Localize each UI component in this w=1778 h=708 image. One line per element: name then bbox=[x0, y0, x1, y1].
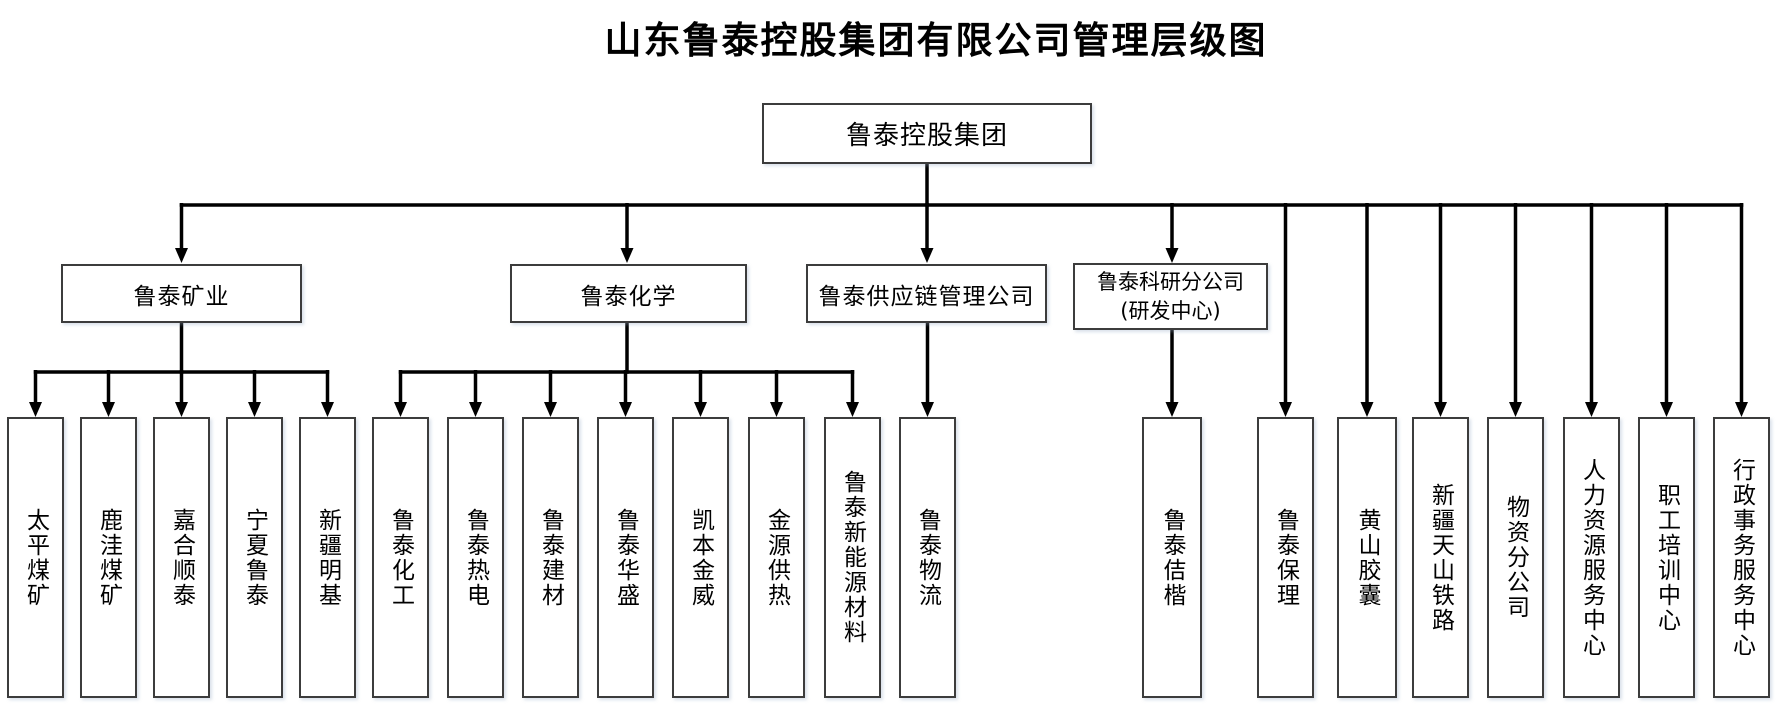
node-jinyuan-heating: 金源供热 bbox=[748, 417, 805, 698]
node-jiahe-shuntai: 嘉合顺泰 bbox=[153, 417, 210, 698]
node-luwa-coal-mine: 鹿洼煤矿 bbox=[80, 417, 137, 698]
node-lutai-chemical: 鲁泰化学 bbox=[510, 264, 747, 323]
node-lutai-factoring: 鲁泰保理 bbox=[1257, 417, 1314, 698]
node-lutai-holding-group: 鲁泰控股集团 bbox=[762, 103, 1092, 164]
node-materials-branch: 物资分公司 bbox=[1487, 417, 1544, 698]
research-branch-line1: 鲁泰科研分公司 bbox=[1097, 270, 1244, 295]
research-branch-line2: (研发中心) bbox=[1120, 298, 1221, 323]
node-research-branch: 鲁泰科研分公司 (研发中心) bbox=[1073, 263, 1268, 330]
node-lutai-chemical-industry: 鲁泰化工 bbox=[372, 417, 429, 698]
node-hr-service-center: 人力资源服务中心 bbox=[1563, 417, 1620, 698]
node-xinjiang-tianshan-railway: 新疆天山铁路 bbox=[1412, 417, 1469, 698]
node-lutai-mining: 鲁泰矿业 bbox=[61, 264, 302, 323]
node-xinjiang-mingji: 新疆明基 bbox=[299, 417, 356, 698]
node-lutai-building-materials: 鲁泰建材 bbox=[522, 417, 579, 698]
node-lutai-huasheng: 鲁泰华盛 bbox=[597, 417, 654, 698]
node-supply-chain-management: 鲁泰供应链管理公司 bbox=[806, 264, 1047, 323]
node-kaiben-jinwei: 凯本金威 bbox=[672, 417, 729, 698]
node-lutai-jijie: 鲁泰佶楷 bbox=[1142, 417, 1202, 698]
node-staff-training-center: 职工培训中心 bbox=[1638, 417, 1695, 698]
chart-title: 山东鲁泰控股集团有限公司管理层级图 bbox=[604, 18, 1268, 62]
node-admin-affairs-center: 行政事务服务中心 bbox=[1713, 417, 1770, 698]
node-lutai-logistics: 鲁泰物流 bbox=[899, 417, 956, 698]
node-taiping-coal-mine: 太平煤矿 bbox=[7, 417, 64, 698]
node-lutai-thermal-power: 鲁泰热电 bbox=[447, 417, 504, 698]
node-huangshan-capsule: 黄山胶囊 bbox=[1337, 417, 1397, 698]
node-ningxia-lutai: 宁夏鲁泰 bbox=[226, 417, 283, 698]
node-new-energy-materials: 鲁泰新能源材料 bbox=[824, 417, 881, 698]
